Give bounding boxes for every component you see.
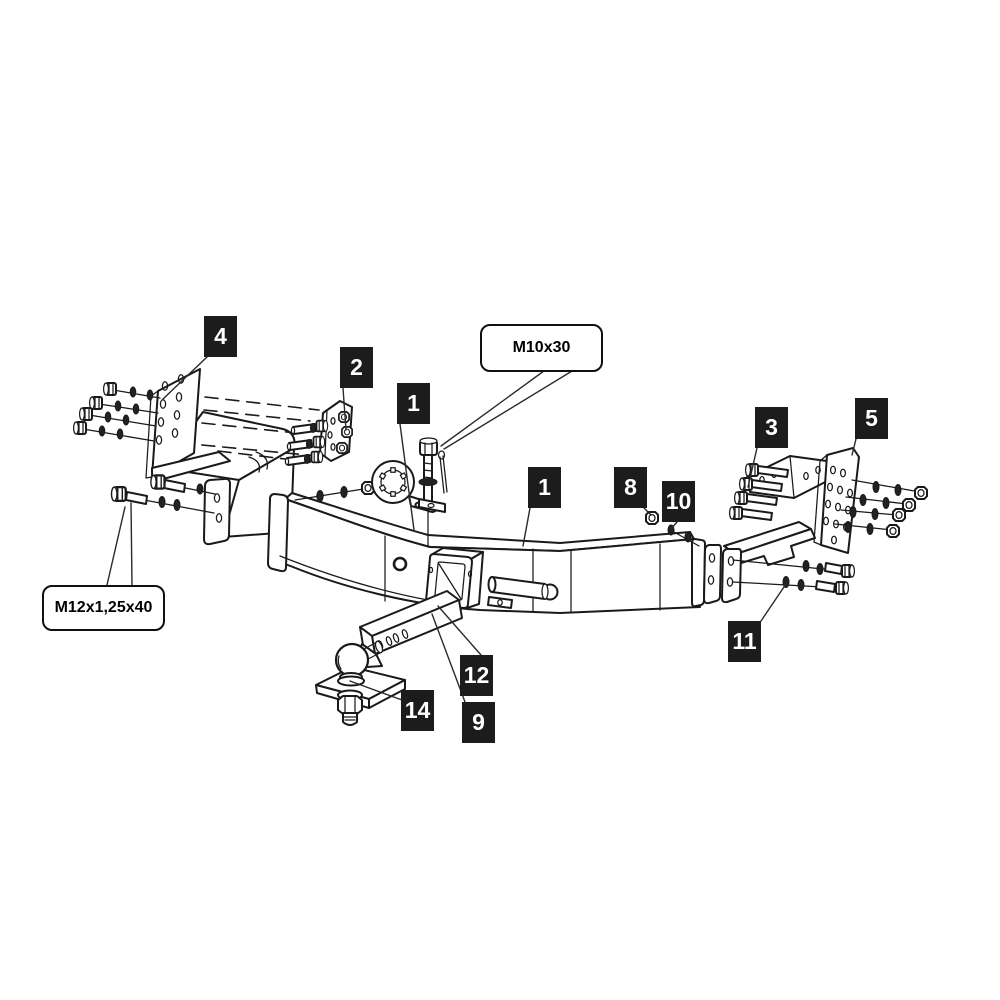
ball-mount [315, 590, 463, 726]
callout-10: 10 [662, 481, 695, 522]
bolt-set-m12 [110, 474, 216, 514]
hitch-pin [487, 576, 559, 609]
callout-12: 12 [460, 655, 493, 696]
callout-1-left: 1 [397, 383, 430, 424]
callout-5: 5 [855, 398, 888, 439]
callout-1-main: 1 [528, 467, 561, 508]
bolt-set-left [72, 382, 161, 442]
receiver-tube [425, 547, 484, 609]
leader-lines [106, 356, 857, 703]
callout-3: 3 [755, 407, 788, 448]
fasteners-right [645, 479, 928, 595]
callout-8: 8 [614, 467, 647, 508]
callout-11: 11 [728, 621, 761, 662]
crossbar-beam [267, 492, 706, 614]
spec-label-m10x30: M10x30 [480, 324, 603, 372]
bracket-3 [728, 455, 838, 521]
spec-label-m12x125x40: M12x1,25x40 [42, 585, 165, 631]
callout-9: 9 [462, 702, 495, 743]
socket-bracket [294, 460, 438, 513]
bracket-plate-4 [145, 368, 231, 482]
bolt-m10 [418, 437, 448, 548]
callout-14: 14 [401, 690, 434, 731]
callout-4: 4 [204, 316, 237, 357]
callout-2: 2 [340, 347, 373, 388]
mounting-plate-2 [284, 400, 353, 466]
